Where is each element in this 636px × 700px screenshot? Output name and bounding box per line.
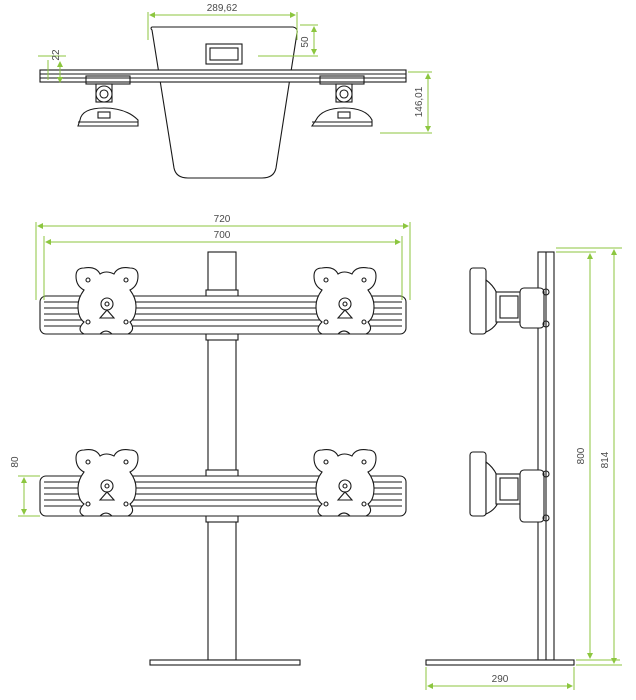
top-view-pole-clamp [205,43,243,65]
dim-front-outer-width: 720 [214,214,231,225]
vesa-plate-upper-right [313,267,377,335]
dim-side-total-height: 814 [600,451,611,468]
dim-top-height: 146,01 [414,86,425,117]
top-view: 289,62 22 50 146,01 [38,3,432,179]
dim-top-depth: 22 [51,49,62,61]
dim-side-pole-height: 800 [576,447,587,464]
dim-side-base-width: 290 [492,674,509,685]
dim-beam-height: 80 [10,456,21,468]
front-view-base [149,659,301,666]
side-view-upper-arm [469,267,550,335]
dim-top-offset: 50 [300,36,311,48]
front-view: 720 700 80 [10,214,411,666]
vesa-plate-upper-left [75,267,139,335]
side-view-base [425,659,575,666]
top-view-base-plate [150,26,298,179]
side-view-lower-arm [469,451,550,523]
vesa-plate-lower-right [313,449,377,517]
top-view-beam [39,69,407,83]
vesa-plate-lower-left [75,449,139,517]
dim-front-inner-width: 700 [214,230,231,241]
top-view-right-head [310,83,373,127]
dim-top-width: 289,62 [207,3,238,14]
top-view-left-head [77,83,139,127]
side-view: 800 814 290 [425,247,622,690]
